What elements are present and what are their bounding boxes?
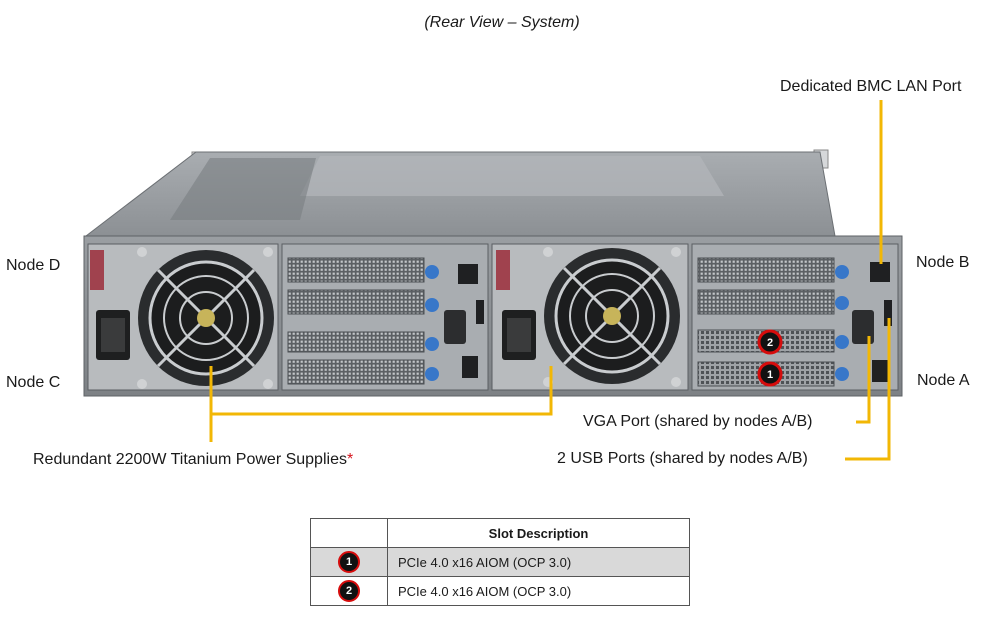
- row-2-description: PCIe 4.0 x16 AIOM (OCP 3.0): [387, 576, 690, 606]
- label-usb-ports: 2 USB Ports (shared by nodes A/B): [557, 450, 808, 467]
- top-panel: [300, 156, 724, 196]
- callout-vga-port: [856, 336, 871, 424]
- label-power-supplies: Redundant 2200W Titanium Power Supplies*: [33, 451, 353, 469]
- header-slot-number: [310, 518, 388, 548]
- slot-badge-2-label: 2: [767, 337, 773, 349]
- label-node-b: Node B: [916, 254, 970, 271]
- callout-power-bridge: [211, 366, 553, 416]
- slot-badge-1-label: 1: [767, 369, 773, 381]
- power-supplies-text: Redundant 2200W Titanium Power Supplies: [33, 451, 347, 468]
- table-row: 1 PCIe 4.0 x16 AIOM (OCP 3.0): [310, 547, 690, 577]
- power-supply-right: [491, 243, 689, 391]
- row-2-number-cell: 2: [310, 576, 388, 606]
- slot-badge-2: 2: [757, 329, 783, 355]
- slot-description-table: Slot Description 1 PCIe 4.0 x16 AIOM (OC…: [310, 518, 690, 606]
- top-panel-dark: [170, 158, 316, 220]
- power-supply-left: [87, 243, 279, 391]
- row-1-description: PCIe 4.0 x16 AIOM (OCP 3.0): [387, 547, 690, 577]
- label-bmc-port: Dedicated BMC LAN Port: [780, 78, 962, 95]
- callout-lines: [209, 100, 891, 461]
- slot-badge-1: 1: [757, 361, 783, 387]
- row-1-number-cell: 1: [310, 547, 388, 577]
- callout-usb-ports: [845, 318, 891, 461]
- table-row: 2 PCIe 4.0 x16 AIOM (OCP 3.0): [310, 576, 690, 606]
- footnote-asterisk: *: [346, 451, 354, 468]
- table-header-row: Slot Description: [310, 518, 690, 548]
- header-slot-description: Slot Description: [387, 518, 690, 548]
- diagram-title: (Rear View – System): [424, 14, 580, 31]
- label-vga-port: VGA Port (shared by nodes A/B): [583, 413, 813, 430]
- node-tray-right: [691, 243, 899, 391]
- label-node-d: Node D: [6, 257, 61, 274]
- label-node-a: Node A: [917, 372, 970, 389]
- label-node-c: Node C: [6, 374, 61, 391]
- node-tray-left: [281, 243, 489, 391]
- slot-2-badge: 2: [338, 580, 360, 602]
- slot-1-badge: 1: [338, 551, 360, 573]
